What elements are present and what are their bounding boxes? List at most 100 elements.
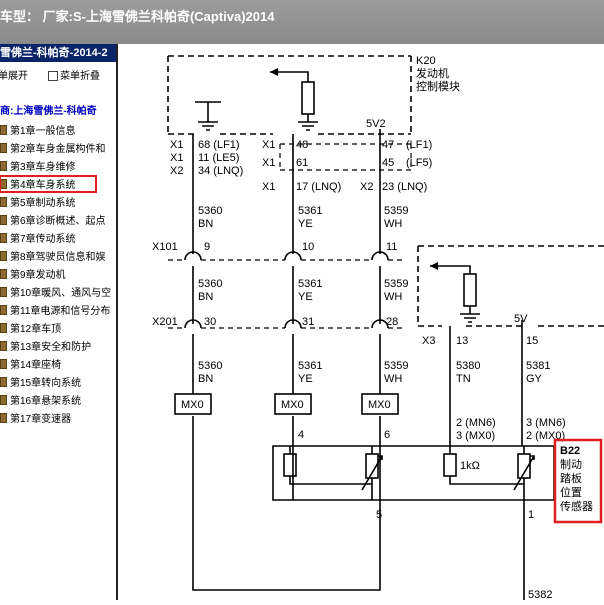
tree-item-chapter-17[interactable]: 第17章变速器 [0, 410, 71, 426]
mx0-splice-1 [174, 393, 212, 415]
collapse-menu-button[interactable]: 菜单折叠 [48, 67, 100, 82]
tree-item-label: 第2章车身金属构件和 [10, 144, 106, 155]
tree-item-label: 第4章车身系统 [10, 180, 76, 191]
book-icon [0, 233, 7, 243]
book-icon [0, 287, 7, 297]
wire-color: YE [298, 218, 313, 230]
book-icon [0, 269, 7, 279]
k20-pin: 48 [296, 139, 308, 151]
mx0-splice-2 [274, 393, 312, 415]
k20-pin-conn: X1 [170, 152, 183, 164]
book-icon [0, 413, 7, 423]
wire-circuit: 5360 [198, 360, 222, 372]
expand-menu-button[interactable]: 菜单展开 [0, 67, 28, 82]
tree-item-label: 第13章安全和防护 [10, 342, 92, 353]
x201-pin: 28 [386, 316, 398, 328]
book-icon [0, 251, 7, 261]
wiring-diagram-svg: K20 发动机 控制模块 5V2 X1 68 (LF1) X1 11 (LE5)… [152, 55, 604, 601]
tree-item-chapter-5[interactable]: 第5章制动系统 [0, 194, 76, 210]
collapse-menu-label: 菜单折叠 [60, 71, 100, 82]
tree-item-label: 第8章驾驶员信息和娱 [10, 252, 106, 263]
tree-item-label: 第7章传动系统 [10, 234, 76, 245]
wire-color: WH [384, 291, 402, 303]
tree-root[interactable]: 厂商:上海雪佛兰-科帕奇 [0, 106, 97, 117]
tree-item-label: 第5章制动系统 [10, 198, 76, 209]
book-icon [0, 197, 7, 207]
wire-circuit: 5361 [298, 360, 322, 372]
tree-item-chapter-15[interactable]: 第15章转向系统 [0, 374, 81, 390]
book-icon [0, 215, 7, 225]
tree-item-chapter-10[interactable]: 第10章暖风、通风与空 [0, 284, 111, 300]
tree-item-chapter-6[interactable]: 第6章诊断概述、起点 [0, 212, 106, 228]
k20-line1: 发动机 [416, 66, 449, 80]
tree-item-label: 第11章电源和信号分布 [10, 306, 111, 317]
k20-pin-conn: X1 [262, 181, 275, 193]
book-icon [0, 377, 7, 387]
wire-circuit: 5361 [298, 278, 322, 290]
k20-voltage: 5V2 [366, 118, 386, 130]
b22-line1: 制动 [560, 458, 582, 471]
pin-mx0-left: 3 (MX0) [456, 430, 495, 442]
book-icon [0, 323, 7, 333]
sidebar: 雪佛兰-科帕奇-2014-2 菜单展开 菜单折叠 厂商:上海雪佛兰-科帕奇 第1… [0, 44, 118, 600]
x101-pin: 11 [386, 241, 397, 253]
x101-pin: 10 [302, 241, 314, 253]
tree-item-label: 第16章悬架系统 [10, 396, 82, 407]
k20-module-outline [167, 55, 412, 135]
tree-item-chapter-14[interactable]: 第14章座椅 [0, 356, 61, 372]
b22-line2: 踏板 [560, 471, 582, 485]
book-icon [0, 305, 7, 315]
k20-line2: 控制模块 [416, 79, 460, 93]
book-icon [0, 359, 7, 369]
mx0-label: MX0 [181, 399, 204, 411]
wire-color: BN [198, 218, 213, 230]
pin-mn6-left: 2 (MN6) [456, 417, 496, 429]
x201-label: X201 [152, 316, 178, 328]
tree-item-chapter-16[interactable]: 第16章悬架系统 [0, 392, 81, 408]
tree-item-label: 第14章座椅 [10, 360, 62, 371]
wire-circuit: 5359 [384, 205, 408, 217]
wire-color: WH [384, 373, 402, 385]
wire-color: YE [298, 373, 313, 385]
tree-item-chapter-4[interactable]: 第4章车身系统 [0, 175, 97, 193]
tree-item-label: 第1章一般信息 [10, 126, 76, 137]
k20-pin-conn: X1 [262, 139, 275, 151]
sensor-pin: 1 [528, 509, 534, 521]
sensor-pin: 5 [376, 509, 382, 521]
menu-toolbar: 菜单展开 菜单折叠 [0, 64, 116, 82]
b22-code: B22 [560, 445, 580, 457]
book-icon [0, 161, 7, 171]
tree-item-chapter-11[interactable]: 第11章电源和信号分布 [0, 302, 110, 318]
window-title: 车型： 厂家:S-上海雪佛兰科帕奇(Captiva)2014 [0, 9, 275, 24]
wire-color: BN [198, 291, 213, 303]
tree-item-chapter-7[interactable]: 第7章传动系统 [0, 230, 76, 246]
tree-item-chapter-13[interactable]: 第13章安全和防护 [0, 338, 91, 354]
collapse-icon [48, 71, 58, 82]
mx0-label: MX0 [368, 399, 391, 411]
k20-pin: 17 (LNQ) [296, 181, 341, 193]
x101-label: X101 [152, 241, 178, 253]
k20-pin-conn: X1 [170, 139, 183, 151]
resistor-label: 1kΩ [460, 460, 480, 472]
k20-pin: 34 (LNQ) [198, 165, 243, 177]
tree-item-chapter-9[interactable]: 第9章发动机 [0, 266, 66, 282]
wire-gy-circuit: 5381 [526, 360, 550, 372]
wire-circuit: 5360 [198, 205, 222, 217]
tree-item-label: 第3章车身维修 [10, 162, 76, 173]
k20-pin: 23 (LNQ) [382, 181, 427, 193]
k20-pin: 11 (LE5) [198, 152, 239, 164]
tree-item-chapter-12[interactable]: 第12章车顶 [0, 320, 61, 336]
tree-item-chapter-2[interactable]: 第2章车身金属构件和 [0, 140, 106, 156]
sensor-pin: 6 [384, 429, 390, 441]
tree-item-chapter-3[interactable]: 第3章车身维修 [0, 158, 76, 174]
k20-pin-conn: X2 [360, 181, 373, 193]
tree-item-chapter-1[interactable]: 第1章一般信息 [0, 122, 76, 138]
k20-pin-conn: X2 [170, 165, 183, 177]
tree-item-chapter-8[interactable]: 第8章驾驶员信息和娱 [0, 248, 106, 264]
wire-color: BN [198, 373, 213, 385]
tree-item-label: 第15章转向系统 [10, 378, 82, 389]
x3-voltage: 5V [514, 313, 528, 325]
wire-color: WH [384, 218, 402, 230]
book-icon [0, 125, 7, 135]
wiring-diagram: K20 发动机 控制模块 5V2 X1 68 (LF1) X1 11 (LE5)… [118, 44, 604, 601]
